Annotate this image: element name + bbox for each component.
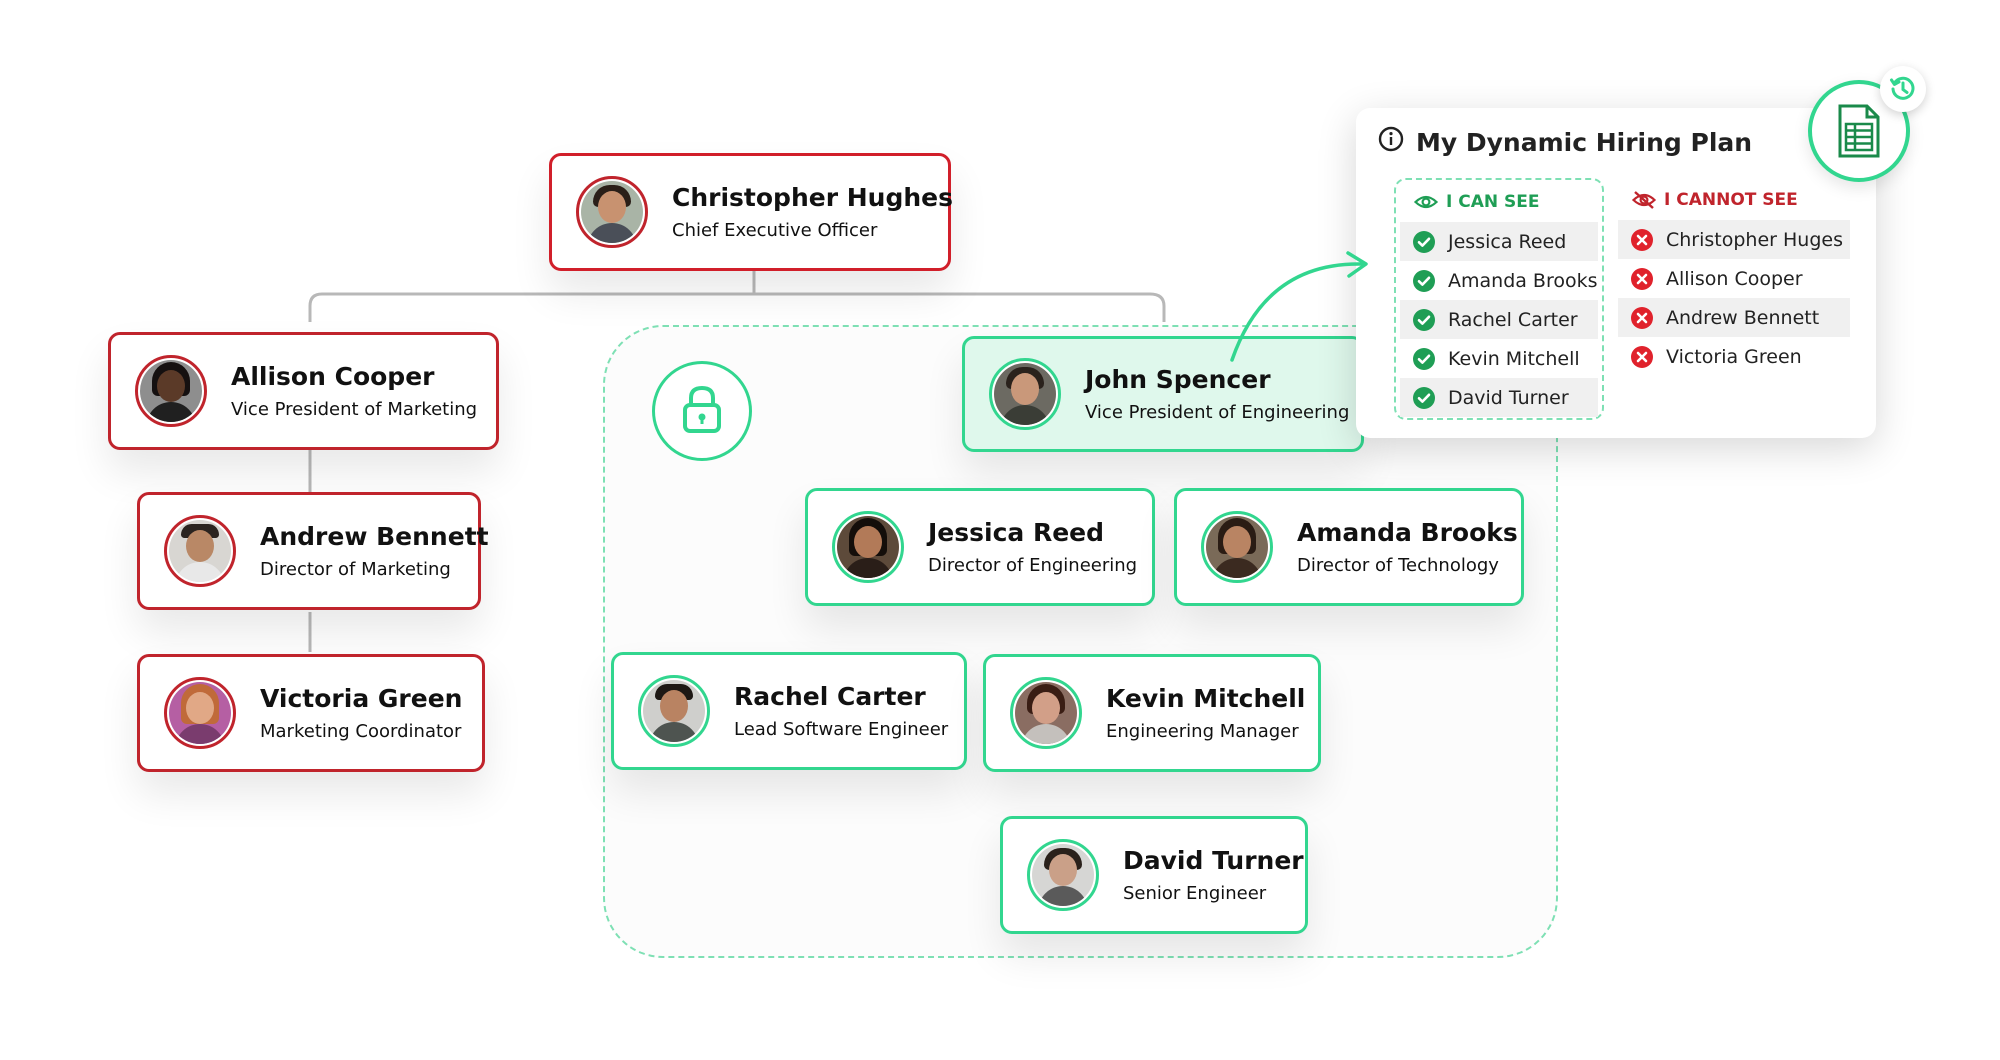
visibility-name: Andrew Bennett [1666,306,1820,329]
visibility-name: Jessica Reed [1448,230,1567,253]
info-icon [1378,126,1404,158]
check-circle-icon [1412,269,1436,293]
visibility-name: Christopher Huges [1666,228,1843,251]
can-see-header: I CAN SEE [1414,190,1602,214]
person-role: Marketing Coordinator [260,721,462,742]
person-name: Victoria Green [260,684,463,713]
person-role: Director of Engineering [928,555,1138,576]
can-see-label: I CAN SEE [1446,192,1540,212]
avatar [164,515,236,587]
person-role: Vice President of Engineering [1085,402,1350,423]
eye-icon [1414,193,1446,211]
spreadsheet-badge[interactable] [1808,80,1910,182]
org-card-jessica-reed[interactable]: Jessica Reed Director of Engineering [805,488,1155,606]
eye-off-icon [1632,190,1664,210]
avatar [576,176,648,248]
org-card-ceo[interactable]: Christopher Hughes Chief Executive Offic… [549,153,953,271]
x-circle-icon [1630,267,1654,291]
spreadsheet-icon [1837,103,1881,159]
avatar [1027,839,1099,911]
visibility-row: Victoria Green [1618,337,1850,376]
person-role: Senior Engineer [1123,883,1267,904]
person-name: Rachel Carter [734,682,926,711]
visibility-name: David Turner [1448,386,1569,409]
org-card-david-turner[interactable]: David Turner Senior Engineer [1000,816,1308,934]
visibility-row: Christopher Huges [1618,220,1850,259]
check-circle-icon [1412,386,1436,410]
visibility-row: Andrew Bennett [1618,298,1850,337]
avatar [832,511,904,583]
cannot-see-label: I CANNOT SEE [1664,190,1798,210]
lock-badge [652,361,752,461]
org-card-amanda-brooks[interactable]: Amanda Brooks Director of Technology [1174,488,1524,606]
check-circle-icon [1412,347,1436,371]
visibility-row: Allison Cooper [1618,259,1850,298]
person-name: Allison Cooper [231,362,435,391]
person-role: Director of Technology [1297,555,1499,576]
visibility-row: David Turner [1400,378,1598,417]
person-role: Chief Executive Officer [672,220,878,241]
person-role: Director of Marketing [260,559,451,580]
org-card-kevin-mitchell[interactable]: Kevin Mitchell Engineering Manager [983,654,1321,772]
history-icon [1888,74,1918,104]
x-circle-icon [1630,345,1654,369]
avatar [135,355,207,427]
visibility-row: Amanda Brooks [1400,261,1598,300]
avatar [1201,511,1273,583]
visibility-name: Amanda Brooks [1448,269,1598,292]
org-card-rachel-carter[interactable]: Rachel Carter Lead Software Engineer [611,652,967,770]
avatar [638,675,710,747]
visibility-row: Jessica Reed [1400,222,1598,261]
person-name: Christopher Hughes [672,183,953,212]
history-badge[interactable] [1880,66,1926,112]
org-card-andrew-bennett[interactable]: Andrew Bennett Director of Marketing [137,492,489,610]
panel-title-text: My Dynamic Hiring Plan [1416,127,1753,157]
org-card-john-spencer[interactable]: John Spencer Vice President of Engineeri… [962,336,1364,452]
visibility-row: Rachel Carter [1400,300,1598,339]
person-role: Vice President of Marketing [231,399,478,420]
person-role: Engineering Manager [1106,721,1299,742]
avatar [164,677,236,749]
person-role: Lead Software Engineer [734,719,949,740]
visibility-name: Kevin Mitchell [1448,347,1580,370]
visibility-row: Kevin Mitchell [1400,339,1598,378]
check-circle-icon [1412,230,1436,254]
person-name: Kevin Mitchell [1106,684,1306,713]
lock-icon [679,384,725,438]
visibility-name: Allison Cooper [1666,267,1803,290]
person-name: John Spencer [1085,365,1271,394]
visibility-name: Victoria Green [1666,345,1802,368]
panel-title: My Dynamic Hiring Plan [1378,126,1752,158]
org-card-allison-cooper[interactable]: Allison Cooper Vice President of Marketi… [108,332,499,450]
x-circle-icon [1630,306,1654,330]
avatar [989,358,1061,430]
cannot-see-header: I CANNOT SEE [1632,188,1850,212]
check-circle-icon [1412,308,1436,332]
person-name: Andrew Bennett [260,522,489,551]
hiring-plan-panel: My Dynamic Hiring Plan I CAN SEE Jessica… [1356,108,1876,438]
org-card-victoria-green[interactable]: Victoria Green Marketing Coordinator [137,654,485,772]
person-name: Jessica Reed [928,518,1105,547]
x-circle-icon [1630,228,1654,252]
person-name: David Turner [1123,846,1304,875]
visibility-name: Rachel Carter [1448,308,1578,331]
avatar [1010,677,1082,749]
person-name: Amanda Brooks [1297,518,1518,547]
